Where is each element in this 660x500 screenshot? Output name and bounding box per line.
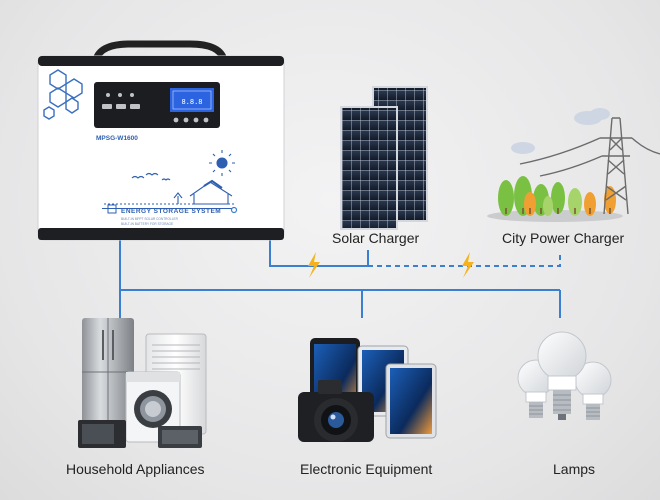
solar-panel-icon (340, 86, 428, 230)
lcd-screen (170, 88, 214, 112)
lamps-icon (517, 331, 612, 420)
power-tower-icon (519, 117, 660, 215)
lamps-label: Lamps (553, 461, 596, 477)
electronic-equipment-label: Electronic Equipment (300, 461, 433, 477)
energy-storage-unit: 8.8.8 MPSG-W1600 ENERGY STORAGE SYSTEM B… (37, 40, 285, 241)
banner-subline-2: BUILT-IN BATTERY FOR STORAGE (121, 222, 173, 226)
bulb-icon (574, 361, 612, 420)
hexagon-decoration (43, 69, 83, 120)
city-power-charger-label: City Power Charger (502, 230, 625, 246)
input-port (230, 206, 238, 214)
house-scene-icon (104, 150, 236, 205)
carry-handle (92, 40, 228, 62)
model-label: MPSG-W1600 (96, 135, 138, 142)
banner-label: ENERGY STORAGE SYSTEM (121, 208, 221, 215)
svg-text:8.8.8: 8.8.8 (181, 98, 202, 106)
city-input-line (368, 254, 561, 267)
household-appliances-icon (78, 318, 207, 448)
electronic-equipment-icon (298, 338, 437, 442)
city-power-icon (487, 108, 660, 222)
camera-icon (298, 380, 374, 442)
lightning-icon (462, 252, 474, 278)
battery-icon (107, 204, 117, 214)
household-appliances-label: Household Appliances (66, 461, 205, 477)
bulb-icon (537, 331, 587, 420)
lightning-icon (308, 252, 320, 278)
solar-charger-label: Solar Charger (332, 230, 420, 246)
banner-subline-1: BUILT-IN MPPT SOLAR CONTROLLER (121, 217, 179, 221)
